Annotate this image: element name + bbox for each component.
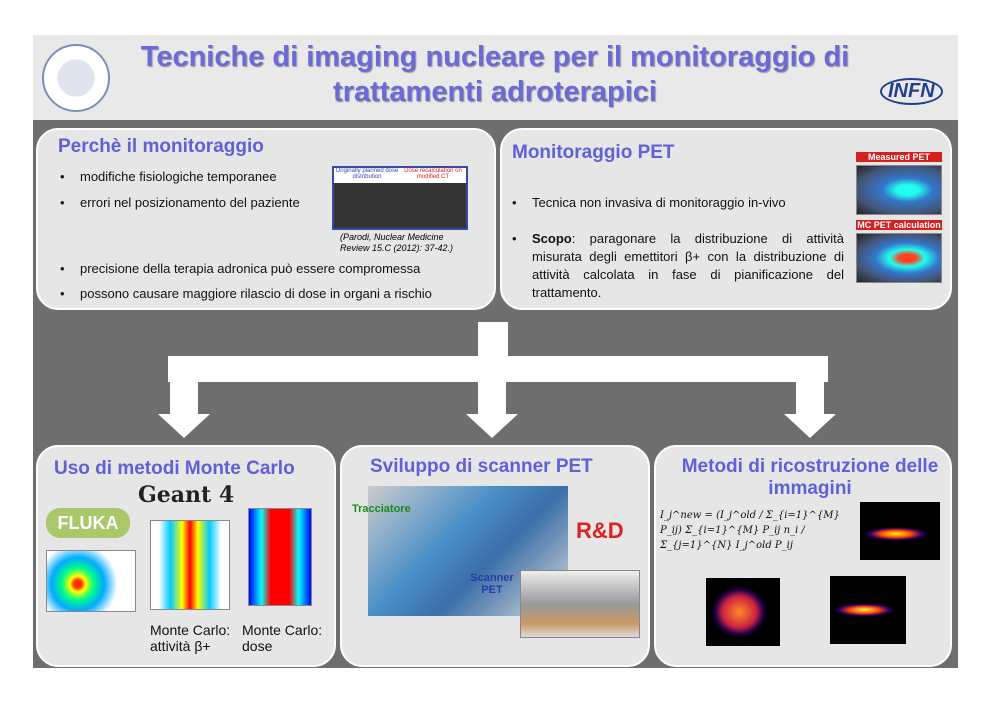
bold-label: Scopo [532,231,572,246]
arrow-down-left [170,380,198,416]
bullet: Tecnica non invasiva di monitoraggio in-… [512,194,786,211]
panel4-heading: Sviluppo di scanner PET [370,456,593,477]
bullet: possono causare maggiore rilascio di dos… [60,285,432,302]
reconstructed-image-2 [706,578,780,646]
bullet: modifiche fisiologiche temporanee [60,168,277,185]
rd-logo: R&D [576,518,624,543]
citation: (Parodi, Nuclear Medicine Review 15.C (2… [340,232,454,253]
tracciatore-label: Tracciatore [352,503,411,515]
title-bar [33,35,958,120]
mc-dose-plot-2 [248,508,312,606]
reconstructed-image-1 [860,502,940,560]
page-title: Tecniche di imaging nucleare per il moni… [140,41,850,108]
arrowhead [158,414,210,438]
img-label: Originally planned dose distribution [335,168,399,180]
mc-activity-plot [46,550,136,612]
arrow-bar [168,356,828,382]
reconstructed-image-3 [830,576,906,644]
caption-mc-dose: Monte Carlo: dose [242,622,323,654]
bullet-text: : paragonare la distribuzione di attivit… [532,231,844,300]
mc-pet-label: MC PET calculation [856,220,942,230]
caption-mc-activity: Monte Carlo: attività β+ [150,622,231,654]
mc-dose-plot-1 [150,520,230,610]
mc-pet-image [856,233,942,283]
fluka-logo: FLUKA [46,508,130,538]
img-label: Dose recalculation on modified CT [404,168,462,180]
measured-pet-image [856,165,942,215]
bullet: Scopo: paragonare la distribuzione di at… [512,230,844,302]
infn-logo: INFN [880,78,943,105]
measured-pet-label: Measured PET [856,152,942,162]
mlem-formula: I_j^new = (I_j^old / Σ_{i=1}^{M} P_ij) Σ… [660,508,850,553]
bullet: precisione della terapia adronica può es… [60,260,420,277]
panel5-heading: Metodi di ricostruzione delle immagini [681,456,939,499]
arrow-down-right [796,380,824,416]
arrowhead [784,414,836,438]
panel3-heading: Uso di metodi Monte Carlo [54,458,295,479]
university-seal-logo [42,44,110,112]
geant4-logo: Geant 4 [138,482,235,508]
dose-distribution-image: Originally planned dose distribution Dos… [332,166,468,230]
panel2-heading: Monitoraggio PET [512,142,675,163]
arrow-stem [478,322,508,358]
bullet: errori nel posizionamento del paziente [60,194,300,211]
panel1-heading: Perchè il monitoraggio [58,136,264,157]
scanner-pet-label: Scanner PET [470,572,514,596]
arrowhead [466,414,518,438]
scanner-photo [520,570,640,638]
formula-text: I_j^new = (I_j^old / Σ_{i=1}^{M} P_ij) Σ… [660,510,840,551]
arrow-down-center [478,380,506,416]
